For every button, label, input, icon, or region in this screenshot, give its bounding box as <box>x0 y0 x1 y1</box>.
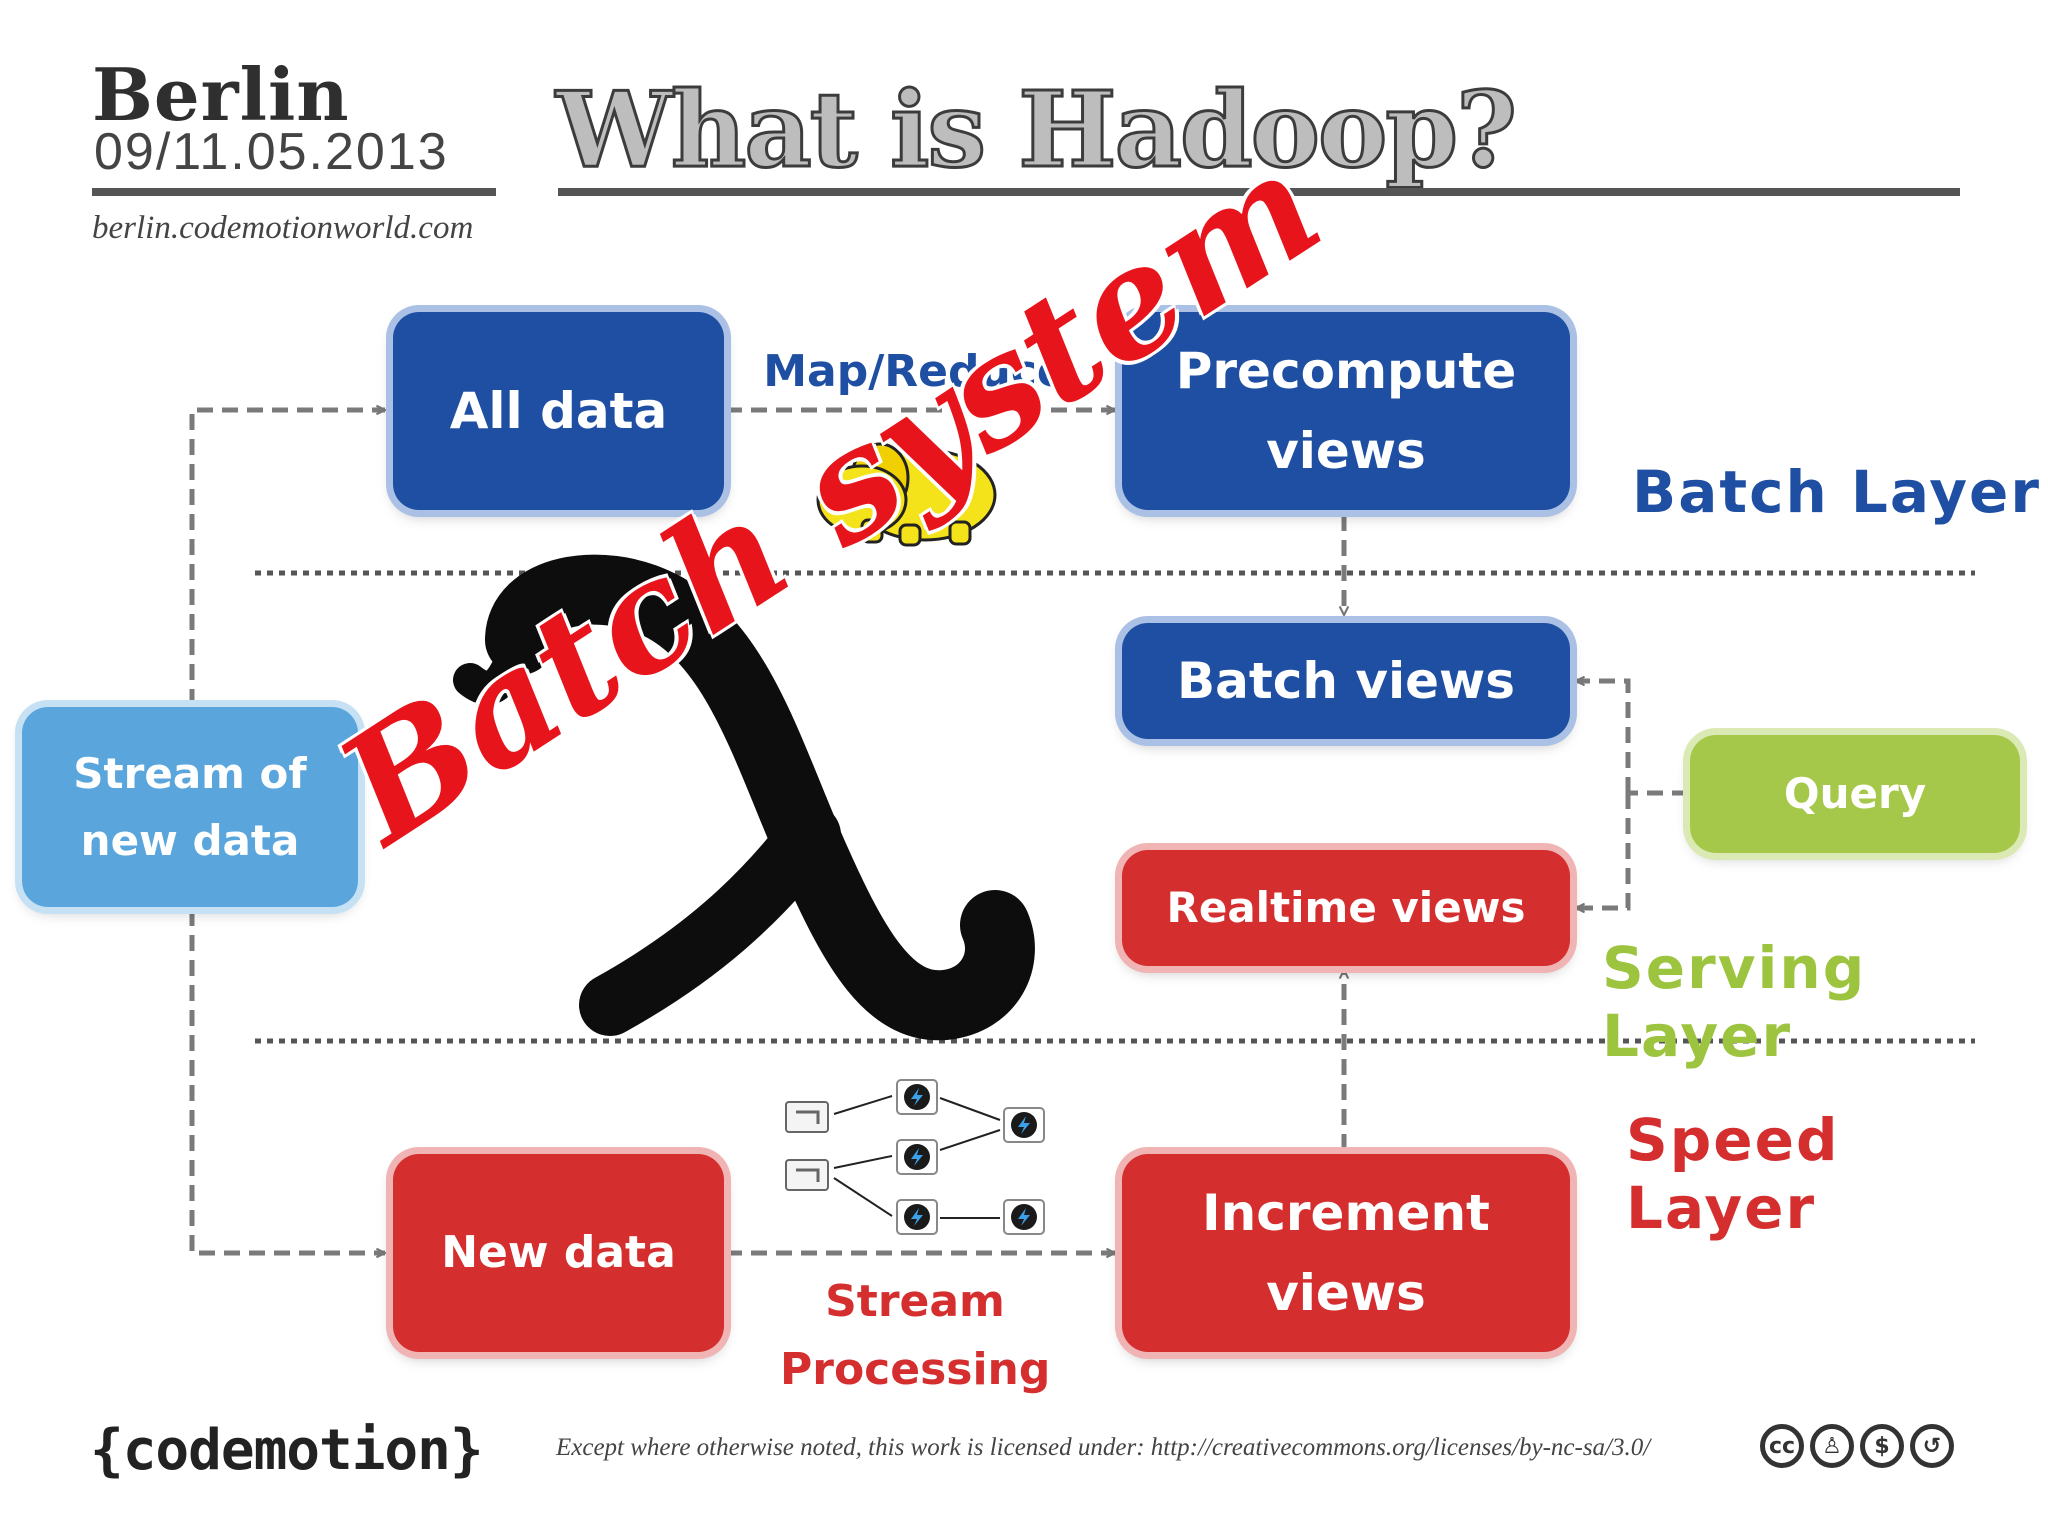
creative-commons-icons: cc ♙ $ ↺ <box>1760 1424 1954 1468</box>
edge-query-to-batch-views <box>1576 681 1631 793</box>
map-reduce-label: Map/Reduce <box>763 346 1067 397</box>
stream-of-new-data-box: Stream of new data <box>22 707 358 907</box>
speed-layer-label: Speed Layer <box>1626 1106 1840 1242</box>
all-data-box: All data <box>393 312 724 510</box>
stream-of-new-data-label: Stream of new data <box>73 748 307 865</box>
batch-views-label: Batch views <box>1177 652 1515 710</box>
event-website: berlin.codemotionworld.com <box>92 210 474 246</box>
license-notice: Except where otherwise noted, this work … <box>556 1434 1651 1461</box>
serving-layer-label: Serving Layer <box>1602 934 1867 1070</box>
stream-processing-label: Stream Processing <box>780 1276 1051 1396</box>
edge-stream-to-all-data <box>189 410 385 705</box>
header-divider-right <box>558 188 1960 196</box>
new-data-box: New data <box>393 1154 724 1352</box>
city-title: Berlin <box>92 52 350 137</box>
query-box: Query <box>1690 735 2020 853</box>
edge-stream-to-new-data <box>189 910 385 1253</box>
attribution-icon: ♙ <box>1810 1424 1854 1468</box>
edge-query-to-realtime-views <box>1576 793 1631 908</box>
increment-views-label: Increment views <box>1202 1184 1490 1322</box>
realtime-views-label: Realtime views <box>1166 883 1526 933</box>
sharealike-icon: ↺ <box>1910 1424 1954 1468</box>
storm-topology-icon <box>785 1079 1045 1235</box>
new-data-label: New data <box>441 1226 676 1278</box>
realtime-views-box: Realtime views <box>1122 850 1570 966</box>
query-label: Query <box>1783 769 1927 819</box>
hadoop-elephant-icon <box>816 442 997 547</box>
noncommercial-icon: $ <box>1860 1424 1904 1468</box>
precompute-views-box: Precompute views <box>1122 312 1570 510</box>
all-data-label: All data <box>449 382 668 440</box>
precompute-views-label: Precompute views <box>1175 342 1517 480</box>
codemotion-logo: {codemotion} <box>90 1418 484 1483</box>
header-divider-left <box>92 188 496 196</box>
batch-layer-label: Batch Layer <box>1632 458 2041 526</box>
event-dates: 09/11.05.2013 <box>94 123 449 181</box>
cc-icon: cc <box>1760 1424 1804 1468</box>
slide-title: What is Hadoop? <box>554 67 1518 193</box>
lambda-brush-icon <box>453 554 1035 1041</box>
increment-views-box: Increment views <box>1122 1154 1570 1352</box>
batch-views-box: Batch views <box>1122 623 1570 739</box>
